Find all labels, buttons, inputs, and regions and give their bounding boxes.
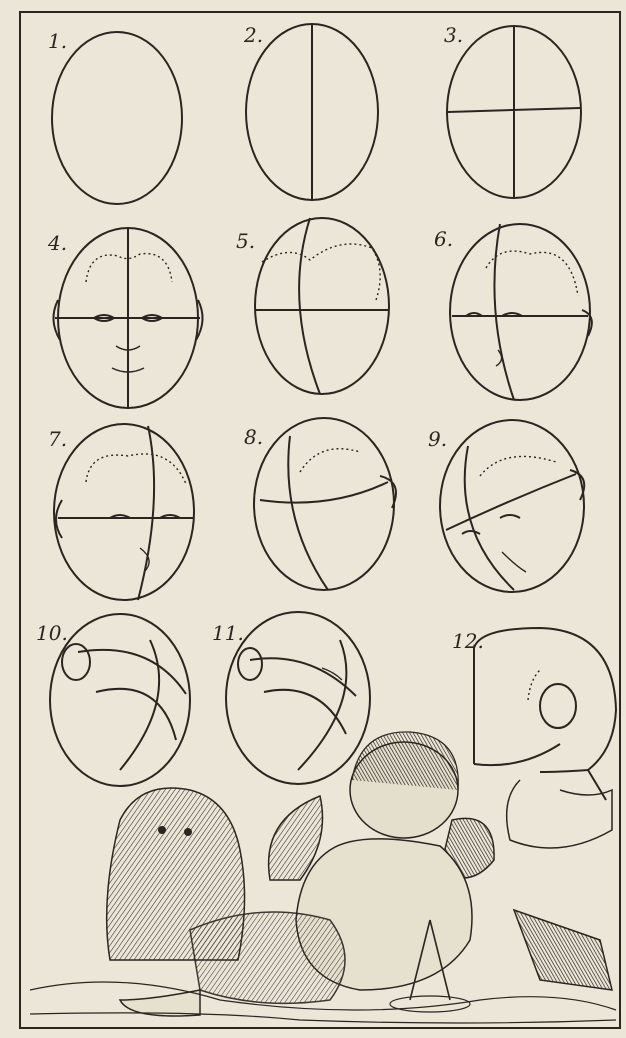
figure-label-6: 6. bbox=[434, 227, 453, 251]
figure-3-oval bbox=[447, 26, 581, 198]
figure-label-4: 4. bbox=[47, 231, 67, 255]
figure-label-10: 10. bbox=[36, 621, 68, 645]
figure-6-face-three-quarter bbox=[450, 224, 592, 400]
figure-label-3: 3. bbox=[444, 23, 463, 47]
figure-label-7: 7. bbox=[48, 427, 67, 451]
figure-label-2: 2. bbox=[243, 23, 263, 47]
figure-2-oval bbox=[246, 24, 378, 200]
figure-7-face-tilted bbox=[54, 424, 194, 600]
figure-label-11: 11. bbox=[212, 621, 244, 645]
figure-4-face-front bbox=[53, 228, 202, 408]
figure-11-head-profile-down bbox=[226, 612, 370, 784]
figure-1-oval bbox=[52, 32, 182, 204]
bust-drawing bbox=[507, 780, 612, 848]
figure-8-head-tilted bbox=[254, 418, 396, 590]
figure-5-oval-turned bbox=[255, 218, 389, 394]
figure-label-5: 5. bbox=[236, 229, 255, 253]
figure-label-12: 12. bbox=[452, 629, 484, 653]
figure-9-face-looking-down bbox=[440, 420, 584, 592]
figure-label-8: 8. bbox=[244, 425, 263, 449]
books-stack bbox=[514, 910, 612, 990]
figure-10-head-back bbox=[50, 614, 190, 786]
figure-label-1: 1. bbox=[48, 29, 67, 53]
figure-label-9: 9. bbox=[428, 427, 447, 451]
figure-12-head-profile-back bbox=[474, 628, 616, 800]
